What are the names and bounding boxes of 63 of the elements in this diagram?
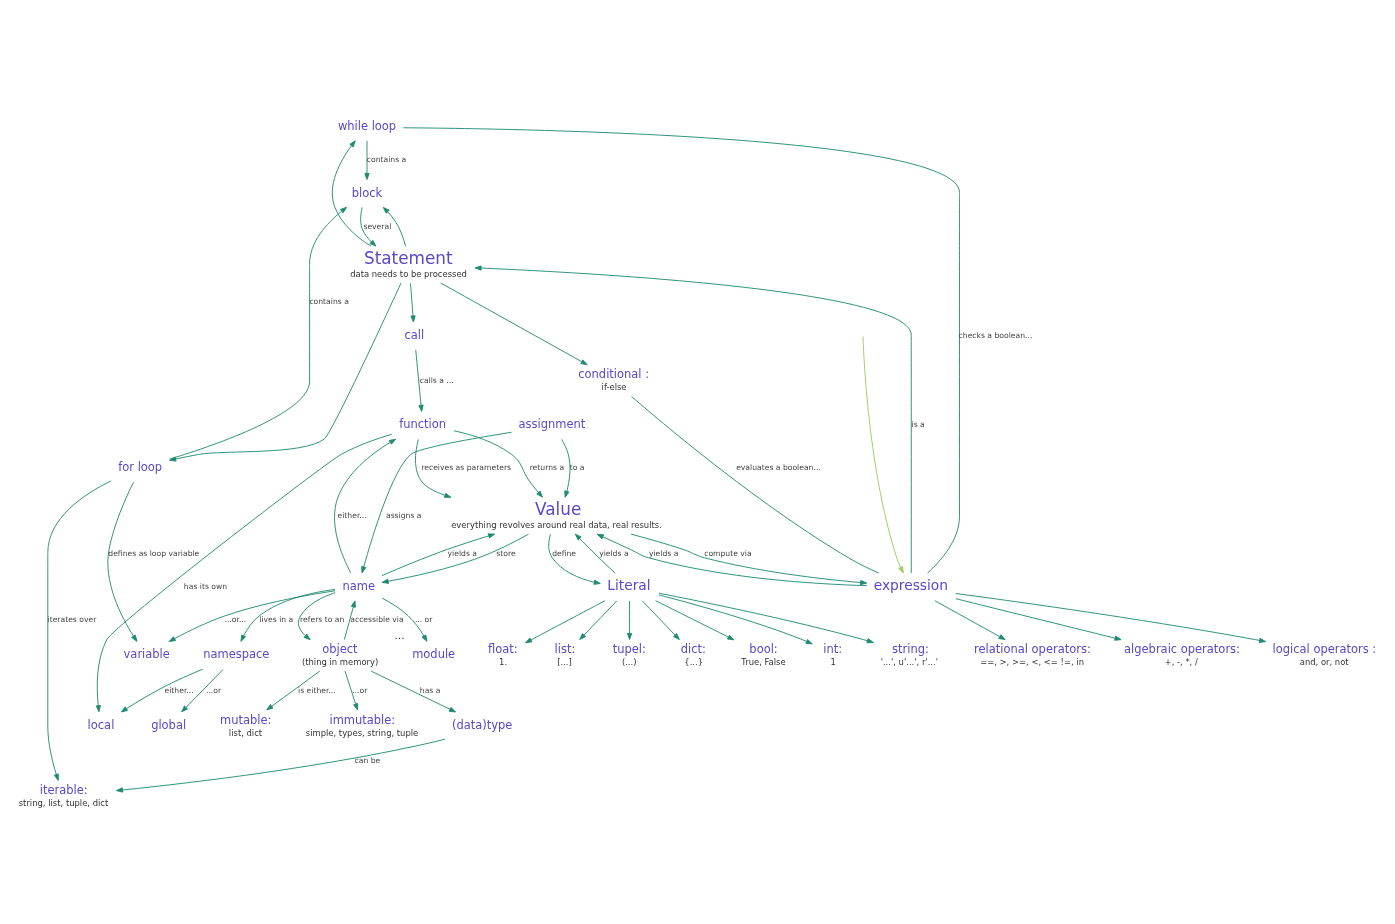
node-text: variable — [123, 646, 170, 661]
edge-label: ... or — [414, 614, 433, 624]
node-text: expression — [873, 576, 949, 593]
edge-label: compute via — [704, 548, 752, 557]
edge-label: store — [496, 548, 516, 557]
node-text: namespace — [203, 646, 270, 661]
edge-label: yields a — [447, 548, 478, 557]
node-text: name — [342, 578, 376, 593]
node-text: (data)type — [451, 717, 513, 732]
node-text: algebraic operators: +, -, *, / — [1124, 641, 1240, 667]
node-text: mutable: list, dict — [220, 712, 272, 738]
edge-label: has its own — [183, 581, 228, 591]
node-text: dict: {...} — [680, 641, 706, 667]
node-text: int: 1 — [823, 641, 843, 667]
node-text: tupel: (...) — [612, 641, 646, 667]
edge-label: iterates over — [47, 614, 97, 624]
edge-label: lives in a — [259, 614, 294, 624]
node-text: iterable: string, list, tuple, dict — [18, 782, 109, 808]
node-text: bool: True, False — [741, 641, 786, 667]
edge-label: calls a ... — [419, 375, 454, 385]
node-text: logical operators : and, or, not — [1272, 641, 1377, 667]
node-text: module — [412, 646, 456, 661]
edge-label: yields a — [599, 548, 629, 557]
edge-label: contains a — [366, 154, 407, 164]
node-text: call — [404, 327, 425, 342]
node-label: ... — [394, 628, 405, 642]
edge-label: has a — [419, 685, 441, 695]
node-text: function — [399, 416, 447, 431]
edge-label: either... — [164, 685, 194, 695]
edge-label: receives as parameters — [421, 462, 512, 472]
node-text: block — [351, 185, 383, 199]
edge-label: ...or — [352, 685, 368, 695]
edge-label: evaluates a boolean... — [736, 462, 821, 472]
node-text: immutable: simple, types, string, tuple — [305, 712, 419, 738]
edge-label: is a — [911, 419, 925, 429]
edge-label: contains a — [309, 296, 349, 306]
node-text: float: 1. — [487, 641, 518, 667]
node-text: object (thing in memory) — [301, 641, 379, 667]
edge-label: is either... — [298, 685, 336, 695]
edge-label: can be — [354, 755, 381, 765]
edge-label: to a — [569, 462, 585, 472]
edge-label: returns a — [529, 462, 565, 472]
node-text: conditional : if-else — [578, 366, 650, 392]
edge-label: ...or — [205, 685, 222, 695]
node-text: Statement data needs to be processed — [350, 247, 467, 279]
node-text: global — [151, 717, 187, 732]
node-text: local — [87, 717, 115, 732]
node-text: while loop — [337, 118, 397, 133]
edge-label: refers to an — [300, 614, 345, 624]
node-text: for loop — [118, 459, 163, 474]
edge-label: several — [363, 221, 392, 231]
node-text: relational operators: ==, >, >=, <, <= !=, in — [974, 641, 1091, 667]
node-text: Literal — [607, 576, 651, 593]
edge-label: yields a — [648, 548, 679, 557]
edge-label: accessible via — [350, 614, 404, 624]
edge-label: assigns a — [385, 510, 422, 520]
node-text: assignment — [518, 416, 586, 431]
edge-label: ...or... — [224, 614, 247, 624]
node-text: list: [...] — [554, 641, 576, 667]
node-text: Value everything revolves around real data, real results. — [451, 498, 662, 530]
edge-label: define — [552, 548, 577, 557]
node-text: string: '...', u'...', r'...' — [880, 641, 939, 667]
edge-label: either... — [337, 510, 367, 520]
